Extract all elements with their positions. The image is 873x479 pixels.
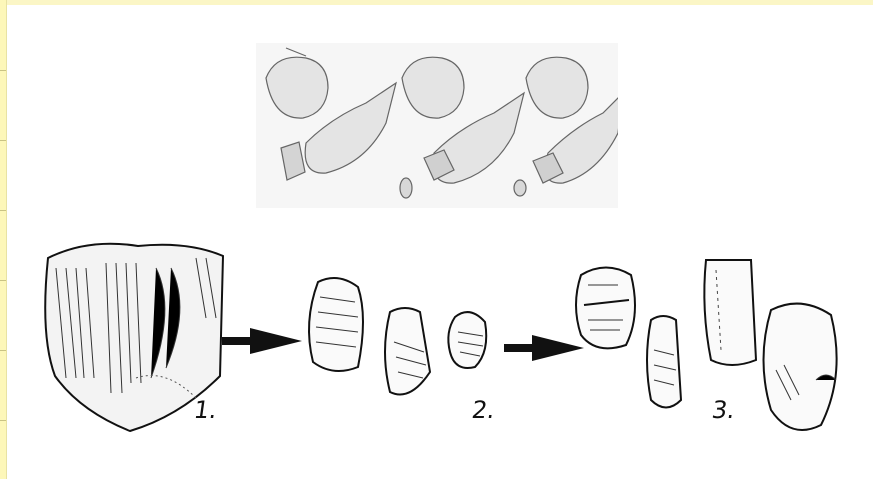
knapping-hands-illustration (256, 43, 618, 208)
step-label-1: 1. (192, 396, 219, 424)
step-label-3: 3. (710, 396, 737, 424)
left-ruler-strip (0, 0, 7, 479)
top-border (0, 0, 873, 5)
step-label-2: 2. (470, 396, 497, 424)
